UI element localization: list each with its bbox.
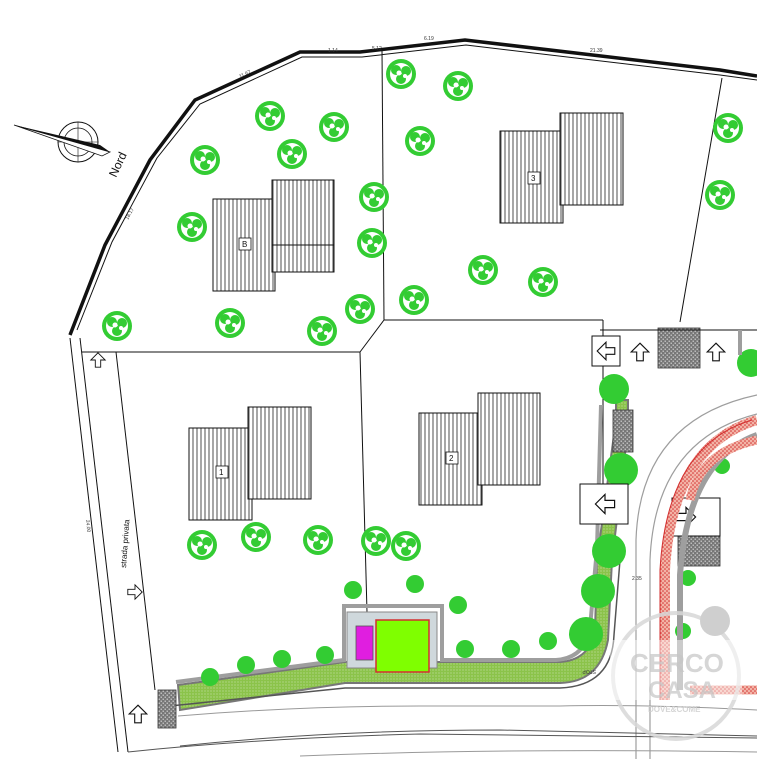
building-b4	[212, 179, 335, 292]
north-label: Nord	[106, 150, 130, 179]
dim-label: 5.12	[372, 46, 382, 52]
tree-icon	[345, 294, 375, 324]
dim-label: 2.35	[632, 576, 642, 582]
building-b1	[188, 406, 312, 521]
arrow-up-icon	[630, 342, 650, 362]
tree-icon	[361, 526, 391, 556]
plot-boundary	[68, 38, 757, 336]
building-number: 3	[531, 174, 536, 183]
paver-block	[157, 689, 177, 729]
road-arrow-up-icon	[90, 352, 106, 368]
curb-outer	[169, 559, 621, 707]
bottom-road	[127, 705, 757, 757]
logo-line2: CASA	[648, 677, 716, 704]
tree-icon	[357, 228, 387, 258]
building-b2	[418, 392, 541, 506]
dim-label: 6.19	[424, 36, 434, 42]
dim-label: 24.00	[84, 520, 91, 533]
access-arrows	[579, 335, 726, 537]
tree-icon	[190, 145, 220, 175]
building-b3	[499, 112, 624, 224]
curved-road	[600, 329, 757, 759]
building-number: 1	[219, 468, 224, 477]
tree-icon	[241, 522, 271, 552]
tree-icon	[215, 308, 245, 338]
tree-icon	[187, 530, 217, 560]
logo-tagline: DOVE&COME	[648, 705, 701, 714]
building-number: B	[242, 240, 247, 249]
tree-icon	[528, 267, 558, 297]
arrow-up-icon	[706, 342, 726, 362]
plot-boundary-inner	[76, 44, 757, 331]
paver-block	[657, 327, 701, 369]
paver-block	[612, 409, 634, 453]
tree-icon	[102, 311, 132, 341]
tree-icon	[359, 182, 389, 212]
tree-icon	[468, 255, 498, 285]
road-arrow-right-icon	[127, 584, 143, 600]
dim-label: 11.67	[238, 69, 252, 80]
dim-label: 1.14	[328, 48, 338, 54]
tree-icon	[386, 59, 416, 89]
tree-icon	[277, 139, 307, 169]
road-label: strada privata	[119, 519, 131, 569]
pink-block	[355, 625, 374, 661]
building-number: 2	[449, 454, 454, 463]
plaza	[375, 619, 430, 673]
tree-icon	[399, 285, 429, 315]
lot-lines	[82, 49, 723, 613]
dim-label: 18.17	[124, 207, 135, 221]
stop-marking: STOP	[582, 668, 596, 674]
tree-icon	[443, 71, 473, 101]
tree-icon	[177, 212, 207, 242]
logo-line1: CERCO	[630, 648, 724, 678]
tree-icon	[391, 531, 421, 561]
tree-icon	[303, 525, 333, 555]
logo-watermark: CERCO CASA DOVE&COME	[610, 606, 742, 741]
road-entry-arrow-icon	[128, 704, 148, 724]
private-road	[69, 337, 156, 753]
shrubs	[201, 349, 757, 686]
tree-icon	[255, 101, 285, 131]
tree-icon	[405, 126, 435, 156]
tree-icon	[307, 316, 337, 346]
dim-label: 21.39	[590, 48, 603, 54]
tree-icon	[319, 112, 349, 142]
tree-icon	[713, 113, 743, 143]
tree-icon	[705, 180, 735, 210]
north-compass-icon	[13, 121, 112, 163]
